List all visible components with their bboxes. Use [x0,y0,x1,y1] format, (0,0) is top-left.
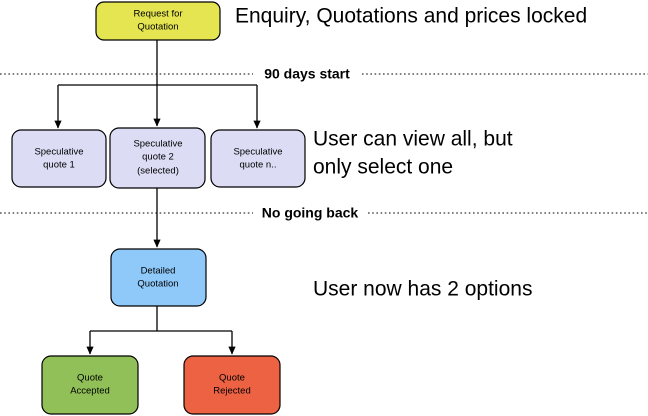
node-label-detailed-quotation-line-1: Detailed [141,266,176,277]
annotation-user-now-has-two-options: User now has 2 options [313,278,532,301]
node-label-quote-accepted-line-2: Accepted [70,386,110,397]
phase-label-ninety-days-start: 90 days start [264,66,350,82]
connector-group-bottom [86,306,236,355]
node-label-speculative-quote-2-line-2: quote 2 [142,152,174,163]
node-label-quote-rejected-line-2: Rejected [213,386,251,397]
phase-label-no-going-back: No going back [262,205,359,221]
node-shape-request-for-quotation [95,1,221,41]
node-label-request-for-quotation-line-2: Quotation [137,22,178,33]
node-shape-speculative-quote-2 [109,127,206,189]
node-speculative-quote-2[interactable]: Speculative quote 2 (selected) [109,127,206,189]
phase-divider-no-going-back: No going back [0,205,648,221]
node-shape-detailed-quotation [110,248,207,307]
node-label-quote-rejected-line-1: Quote [219,373,245,384]
node-shape-quote-accepted [41,355,139,415]
node-detailed-quotation[interactable]: Detailed Quotation [110,248,207,307]
node-label-speculative-quote-2-line-1: Speculative [133,139,182,150]
phase-divider-ninety-days-start: 90 days start [0,66,648,82]
annotation-user-can-view-all-line-2: only select one [313,156,453,179]
node-quote-accepted[interactable]: Quote Accepted [41,355,139,415]
node-label-quote-accepted-line-1: Quote [77,373,103,384]
node-shape-quote-rejected [183,355,281,415]
node-speculative-quote-n[interactable]: Speculative quote n.. [210,129,306,188]
node-speculative-quote-1[interactable]: Speculative quote 1 [11,129,107,188]
node-label-detailed-quotation-line-2: Quotation [137,279,178,290]
annotation-user-can-view-all-line-1: User can view all, but [313,128,513,151]
node-request-for-quotation[interactable]: Request for Quotation [95,1,221,41]
node-shape-speculative-quote-n [210,129,306,188]
node-label-speculative-quote-1-line-2: quote 1 [43,160,75,171]
node-label-speculative-quote-2-line-3: (selected) [137,166,179,177]
node-label-request-for-quotation-line-1: Request for [133,9,182,20]
node-label-speculative-quote-1-line-1: Speculative [34,147,83,158]
node-label-speculative-quote-n-line-2: quote n.. [240,160,277,171]
node-quote-rejected[interactable]: Quote Rejected [183,355,281,415]
connector-group-top [54,40,261,129]
node-shape-speculative-quote-1 [11,129,107,188]
annotation-enquiry-quotations-prices-locked: Enquiry, Quotations and prices locked [235,5,587,28]
node-label-speculative-quote-n-line-1: Speculative [233,147,282,158]
